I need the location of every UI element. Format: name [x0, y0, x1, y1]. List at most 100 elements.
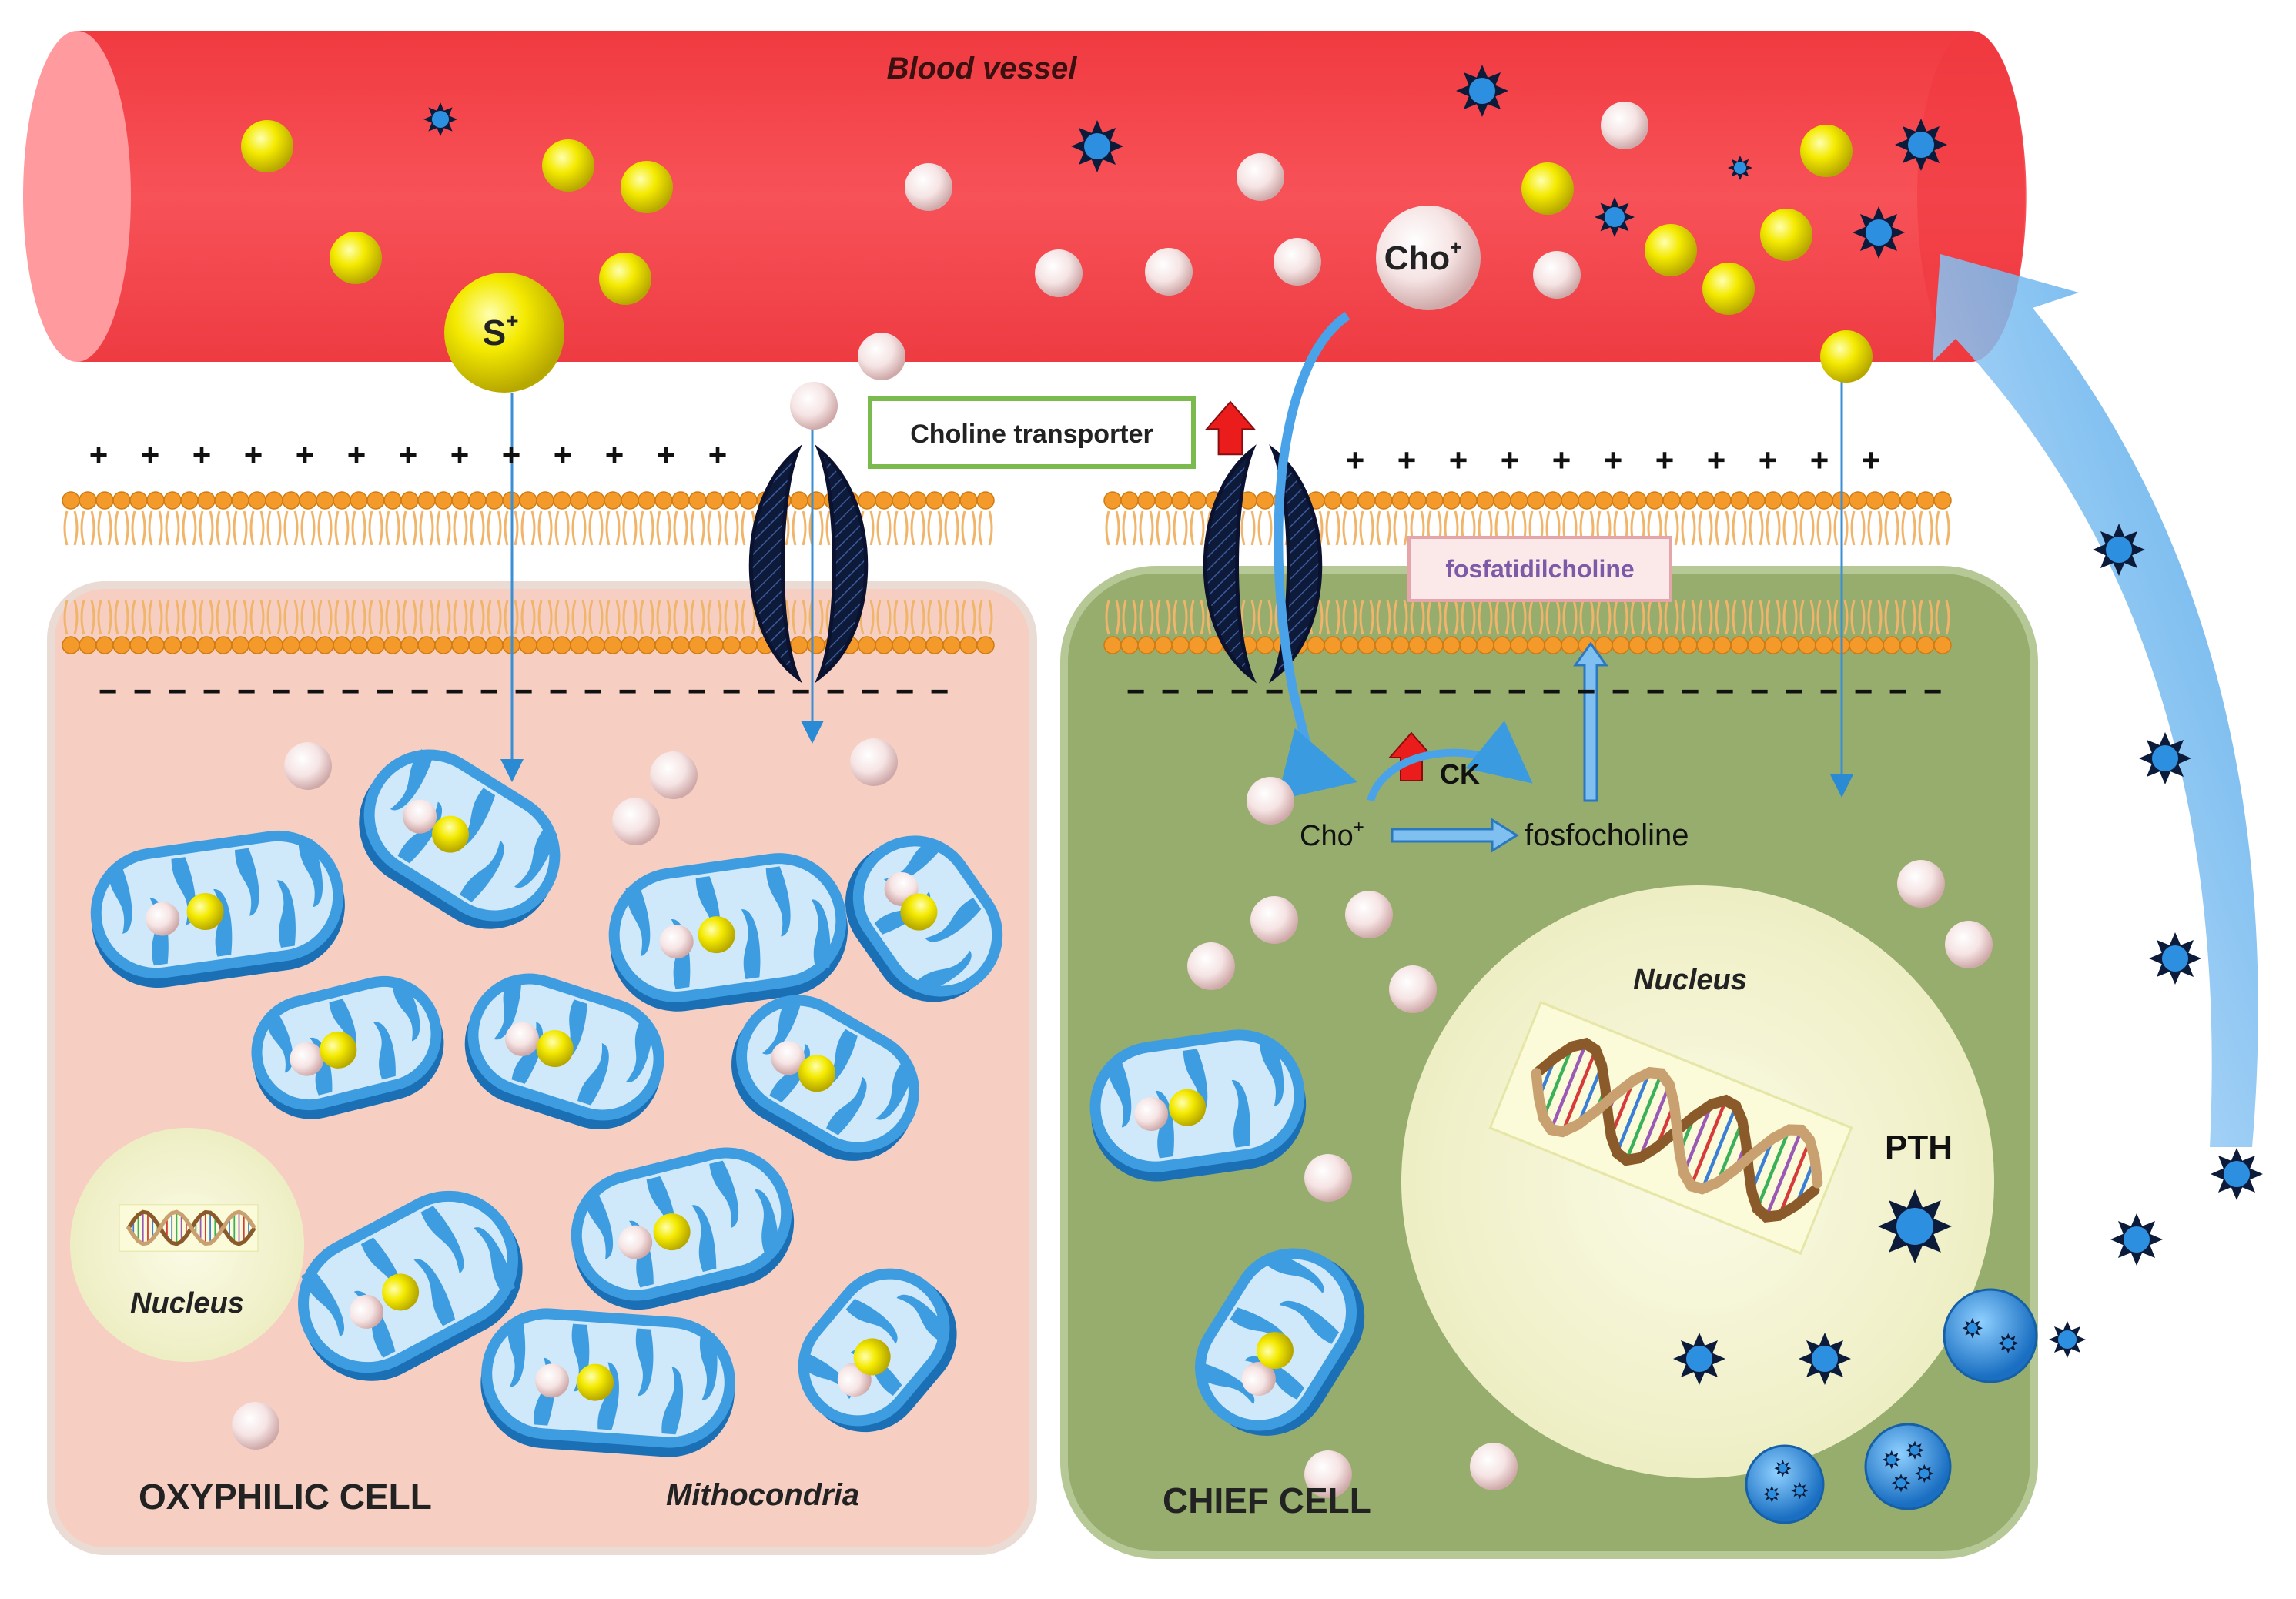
lipid-tail — [605, 510, 621, 546]
lipid-head — [1256, 636, 1274, 654]
lipid-head — [282, 636, 300, 654]
lipid-head — [95, 636, 114, 654]
sestamibi-cation-dot — [1760, 209, 1812, 261]
lipid-tail — [249, 600, 265, 635]
mito-crista — [1106, 1059, 1132, 1128]
pth-star — [1456, 65, 1508, 117]
lipid-head — [180, 491, 199, 510]
lipid-tail — [63, 510, 79, 546]
lipid-tail — [1850, 600, 1866, 635]
lipid-head — [1645, 636, 1664, 654]
negative-charge: − — [895, 673, 915, 709]
negative-charge: − — [1715, 673, 1735, 709]
lipid-tail — [1664, 600, 1679, 635]
lipid-head — [265, 491, 283, 510]
positive-charge: + — [192, 437, 212, 473]
negative-charge: − — [168, 673, 187, 709]
lipid-head — [1578, 491, 1596, 510]
negative-charge: − — [584, 673, 603, 709]
lipid-head — [1849, 636, 1867, 654]
star-core — [1734, 162, 1746, 174]
lipid-tail — [1833, 510, 1849, 546]
lipid-tail — [1901, 600, 1916, 635]
negative-charge: − — [1577, 673, 1596, 709]
lipid-head — [1374, 491, 1393, 510]
lipid-head — [129, 491, 148, 510]
lipid-tail — [927, 510, 942, 546]
choline-dot — [850, 738, 898, 786]
flow-arrows — [500, 312, 1853, 853]
negative-charge: − — [1612, 673, 1631, 709]
lipid-tail — [520, 510, 536, 546]
sestamibi-cation-dot — [577, 1363, 614, 1401]
mito-crista — [107, 865, 132, 934]
lipid-head — [1391, 636, 1410, 654]
lipid-tail — [1884, 600, 1899, 635]
lipid-head — [316, 636, 334, 654]
lipid-tail — [1681, 510, 1696, 546]
lipid-head — [1544, 491, 1562, 510]
lipid-tail — [1240, 600, 1256, 635]
lipid-tail — [1918, 510, 1933, 546]
choline-dot — [1533, 251, 1581, 299]
negative-charge: − — [1923, 673, 1943, 709]
lipid-head — [722, 491, 741, 510]
positive-charge: + — [1449, 442, 1468, 478]
star-core — [2152, 745, 2178, 771]
dna-helix — [1488, 1000, 1853, 1256]
lipid-tail — [1173, 510, 1188, 546]
blood-vessel-label: Blood vessel — [887, 52, 1078, 85]
pth-label: PTH — [1885, 1129, 1953, 1166]
lipid-tail — [1799, 510, 1815, 546]
star-core — [1084, 133, 1110, 159]
lipid-tail — [1935, 600, 1950, 635]
lipid-head — [1561, 491, 1579, 510]
lipid-tail — [1342, 600, 1357, 635]
star-core — [1967, 1323, 1978, 1333]
dna-base-pair — [1561, 1049, 1598, 1132]
s-cation-particle: S+ — [444, 273, 564, 393]
negative-charge: − — [688, 673, 707, 709]
dna-base-pair — [1701, 1105, 1738, 1189]
sestamibi-cation-dot — [1820, 330, 1873, 383]
mitochondrion — [798, 1268, 957, 1433]
lipid-head — [451, 491, 470, 510]
positive-charge: + — [1501, 442, 1520, 478]
sestamibi-cation-dot — [621, 161, 673, 213]
choline-transport-arrow — [1274, 312, 1358, 801]
mito-crista — [507, 1319, 526, 1387]
lipid-head — [1154, 491, 1173, 510]
lipid-tail — [148, 600, 163, 635]
lipid-tail — [131, 600, 146, 635]
lipid-head — [909, 636, 927, 654]
lipid-head — [333, 491, 351, 510]
mito-crista — [883, 838, 940, 883]
lipid-head — [112, 491, 131, 510]
lipid-head — [1916, 491, 1935, 510]
negative-charge: − — [757, 673, 776, 709]
lipid-tail — [1647, 600, 1662, 635]
pth-star — [1799, 1333, 1851, 1385]
cell-membranes — [62, 491, 1952, 654]
lipid-head — [248, 491, 266, 510]
lipid-head — [976, 491, 995, 510]
lipid-tail — [1257, 510, 1273, 546]
lipid-head — [1916, 636, 1935, 654]
lipid-tail — [1698, 600, 1713, 635]
negative-charge: − — [861, 673, 880, 709]
positive-charge: + — [1397, 442, 1417, 478]
lipid-tail — [588, 510, 604, 546]
lipid-tail — [80, 510, 95, 546]
lipid-head — [163, 491, 182, 510]
red-up-arrow — [1204, 400, 1257, 456]
lipid-head — [1188, 491, 1207, 510]
dna-frame — [1488, 1000, 1853, 1256]
sestamibi-cation-dot — [536, 1030, 574, 1068]
fosfocholine-label: fosfocholine — [1525, 818, 1689, 852]
positive-charge: + — [605, 437, 624, 473]
lipid-tail — [97, 510, 112, 546]
lipid-head — [400, 636, 419, 654]
lipid-head — [333, 636, 351, 654]
pth-star — [2110, 1213, 2163, 1266]
choline-dot — [1304, 1450, 1352, 1498]
